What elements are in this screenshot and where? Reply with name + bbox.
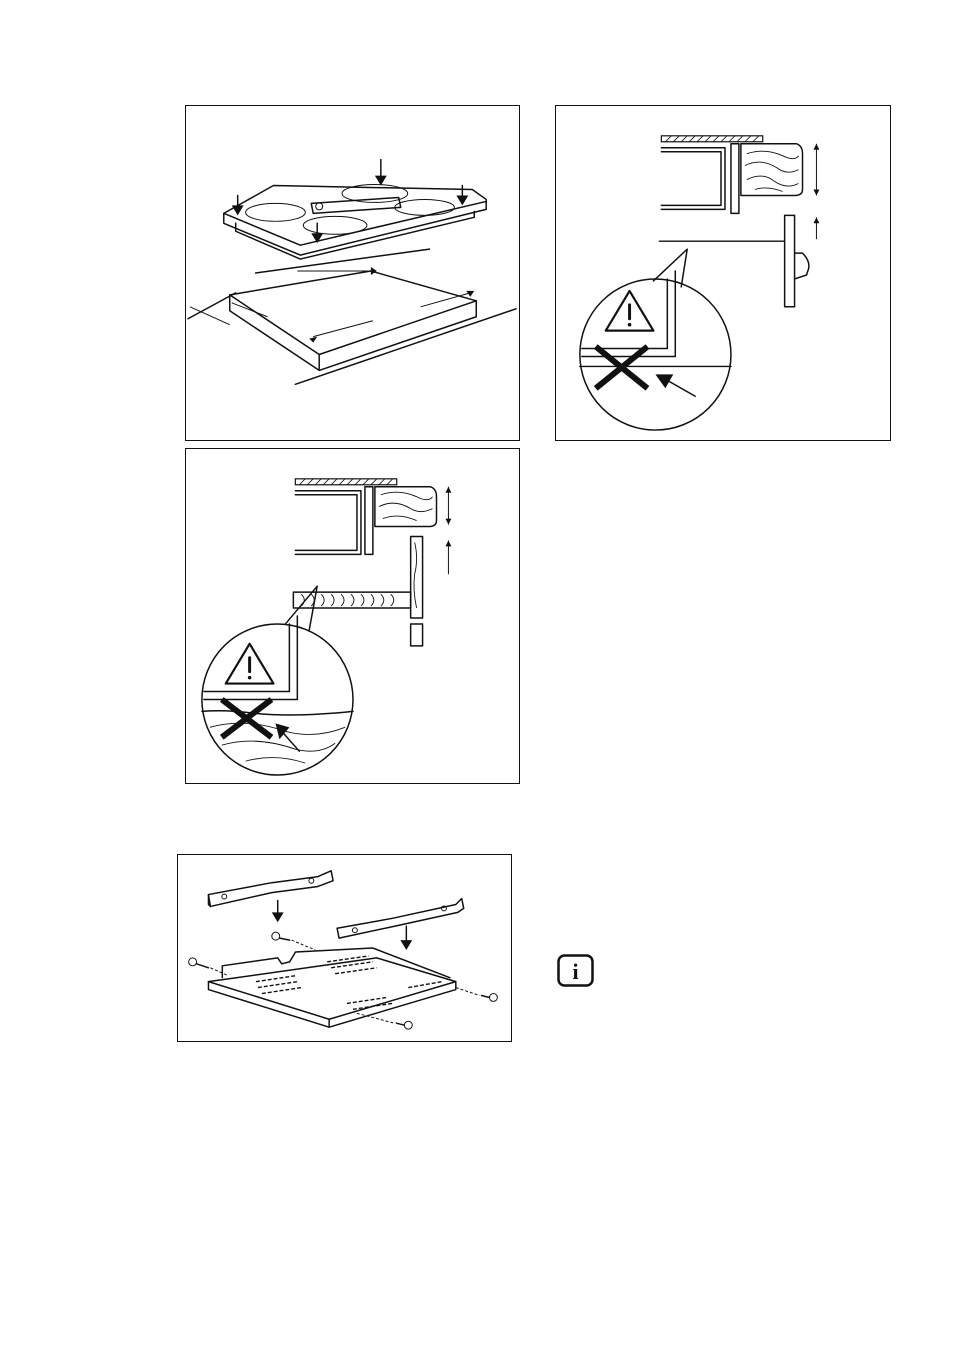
warning-triangle-icon [226, 644, 274, 684]
screw-icon [272, 932, 316, 950]
arrow-icon [375, 160, 387, 186]
hob-gap-warning-drawing [556, 106, 890, 440]
arrow-icon [400, 926, 412, 950]
screw-icon [456, 988, 498, 1002]
hob-installation-drawing [186, 106, 519, 440]
screw-icon [357, 1013, 412, 1029]
hob-installation-figure [185, 105, 520, 441]
hob-shelf-warning-drawing [186, 449, 519, 783]
cross-icon [222, 699, 272, 737]
arrow-icon [272, 901, 284, 923]
bracket-mounting-drawing [178, 855, 511, 1041]
bracket-mounting-figure [177, 854, 512, 1042]
warning-triangle-icon [606, 291, 654, 331]
info-icon-glyph: i [572, 959, 578, 984]
hob-gap-warning-figure [555, 105, 891, 441]
arrow-icon [232, 195, 244, 215]
arrow-icon [655, 374, 695, 396]
hob-shelf-warning-figure [185, 448, 520, 784]
cross-icon [596, 347, 648, 389]
info-icon: i [557, 954, 594, 987]
